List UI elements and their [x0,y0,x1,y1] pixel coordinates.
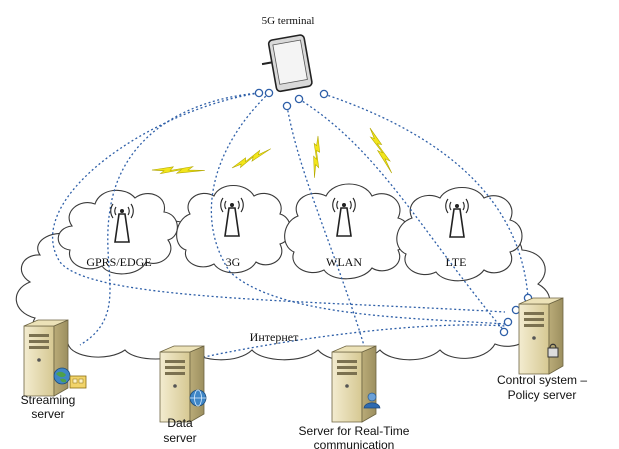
port-terminal-1 [254,88,264,98]
link-terminal-policy-2 [210,92,506,325]
server-tower-icon [331,345,377,423]
lightning-bolt-icon [231,136,272,181]
network-label-gprs: GPRS/EDGE [86,255,151,269]
port-terminal-2 [264,88,274,98]
network-label-lte: LTE [446,255,467,269]
user-icon [363,392,381,409]
port-terminal-4 [294,94,304,104]
data-server-label-1: Data [167,416,193,430]
realtime-server-label-1: Server for Real-Time [299,424,410,438]
lightning-bolt-icon [296,135,337,179]
server-tower-icon [518,297,564,375]
server-tower-icon [23,319,69,397]
data-server-label-2: server [163,431,196,445]
port-terminal-3 [282,101,292,111]
port-policy-3 [503,317,513,327]
server-tower-icon [159,345,205,423]
link-terminal-policy-3 [298,98,506,333]
link-terminal-policy-1 [52,92,506,313]
network-label-wlan: WLAN [326,255,362,269]
realtime-server-label-2: communication [314,438,395,449]
control-server-label-2: Policy server [508,388,577,402]
streaming-server-label-2: server [31,407,64,421]
port-policy-4 [499,327,509,337]
terminal-label: 5G terminal [262,15,315,27]
folder-icon [69,375,87,389]
internet-label: Интернет [250,330,299,344]
link-terminal-realtime [286,105,371,367]
control-server-label-1: Control system – [497,373,587,387]
link-terminal-streaming [79,92,260,346]
link-terminal-policy-4 [323,93,529,299]
port-terminal-5 [319,89,329,99]
streaming-server-label-1: Streaming [21,393,76,407]
port-policy-2 [511,305,521,315]
globe-icon [189,389,207,407]
lightning-bolt-icon [355,127,407,174]
network-label-3g: 3G [226,255,241,269]
globe-icon [53,367,71,385]
lock-icon [547,343,559,358]
lightning-bolt-icon [151,147,206,193]
tablet-device-icon [261,34,313,93]
